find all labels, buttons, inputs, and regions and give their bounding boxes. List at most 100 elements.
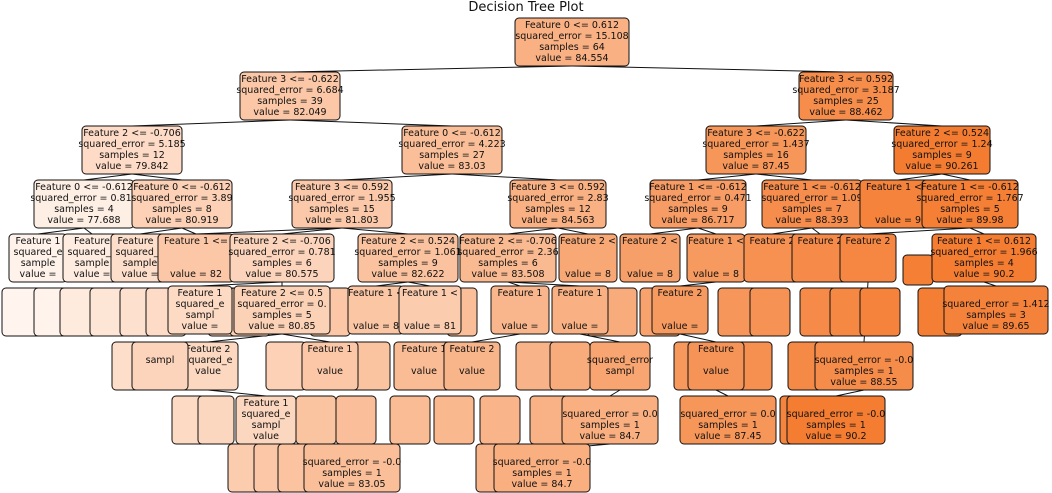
tree-edge <box>207 389 267 397</box>
tree-edge <box>83 173 133 181</box>
node-text-line: value = 81 <box>404 321 456 332</box>
tree-edge <box>375 281 409 287</box>
tree-edge <box>715 389 729 397</box>
tree-node: Feature 1 <value = 8 <box>347 285 405 335</box>
node-text-line: Feature 2 < <box>560 236 616 247</box>
node-text-line: Feature 3 <= 0.592 <box>295 182 389 193</box>
node-box <box>893 125 991 175</box>
node-text-line: value = <box>74 269 111 280</box>
node-box <box>589 341 651 391</box>
overlapping-node-box <box>265 341 307 391</box>
node-text-line: samples = 12 <box>525 204 591 215</box>
tree-edge <box>281 227 343 235</box>
tree-edge <box>507 281 581 287</box>
node-text-line: sample <box>21 258 56 269</box>
node-box <box>558 233 618 283</box>
node-text-line: squared_error = 1.412 <box>942 299 1049 310</box>
tree-edge <box>697 173 757 181</box>
node-box <box>131 179 233 229</box>
node-text-line: samples = 5 <box>940 204 1000 215</box>
node-text-line: value = 89.98 <box>936 215 1003 226</box>
tree-edge <box>139 227 183 235</box>
node-text-line: squared_error = 3.187 <box>792 85 899 96</box>
node-text-line: Feature 3 <= 0.592 <box>511 182 605 193</box>
node-text-line: samples = 9 <box>668 204 728 215</box>
node-text-line: value = 88.55 <box>830 377 897 388</box>
node-box <box>839 233 897 283</box>
overlapping-node-box <box>549 341 591 391</box>
node-text-line: squared_error = 1.437 <box>702 139 809 150</box>
node-text-line: Feature 1 <= -0.612 <box>649 182 747 193</box>
tree-edge <box>83 227 93 235</box>
node-text-line: value = 86.717 <box>661 215 734 226</box>
tree-edge <box>679 333 717 343</box>
node-text-line: sampl <box>146 355 175 366</box>
node-text-line: samples = 9 <box>378 258 438 269</box>
tree-edge <box>341 227 409 235</box>
node-text-line: samples = 5 <box>252 310 312 321</box>
node-box <box>398 285 462 335</box>
overlapping-node-box <box>433 395 475 445</box>
node-text-line: samples = 39 <box>257 96 323 107</box>
tree-edge <box>557 227 589 235</box>
tree-node: Feature 1 <=value = 9 <box>859 179 937 229</box>
node-text-line: value = 83.05 <box>318 479 385 490</box>
node-text-line: squared_error = 4.223 <box>398 139 505 150</box>
node-box <box>291 179 393 229</box>
node-text-line: value = 8 <box>693 269 739 280</box>
tree-edge <box>897 173 943 181</box>
node-text-line: samples = 64 <box>539 42 605 53</box>
node-text-line: squared_error = 1.966 <box>930 247 1037 258</box>
tree-edge <box>835 389 865 397</box>
node-text-line: samples = 3 <box>966 310 1026 321</box>
node-text-line: squared_error = 0. <box>237 299 326 310</box>
node-text-line: squared_error = 0.813 <box>30 193 137 204</box>
tree-edge <box>341 173 453 181</box>
node-text-line: value = <box>502 321 539 332</box>
node-text-line: value = 79.842 <box>95 161 168 172</box>
node-text-line: value = 87.45 <box>722 161 789 172</box>
node-text-line: Feature 1 <box>244 398 289 409</box>
node-text-line: value <box>411 366 437 377</box>
node-text-line: squared_e <box>176 299 225 310</box>
tree-edge <box>867 227 971 235</box>
overlapping-node-box <box>479 395 521 445</box>
overlapping-node-box <box>859 287 901 337</box>
node-text-line: Feature 1 <= 0.612 <box>937 236 1031 247</box>
node-text-line: value = 80.575 <box>245 269 318 280</box>
node-box <box>167 285 233 335</box>
node-text-line: Feature 1 <box>178 288 223 299</box>
tree-edge <box>755 173 813 181</box>
tree-edge <box>207 333 283 343</box>
node-text-line: Feature 2 <= 0.524 <box>895 128 989 139</box>
node-text-line: Feature 0 <= -0.612 <box>35 182 133 193</box>
tree-edge <box>983 281 997 287</box>
tree-node: Feature 1 <=value = 82 <box>157 233 235 283</box>
node-text-line: squared_error = 5.185 <box>78 139 185 150</box>
node-text-line: Feature 2 <box>846 236 891 247</box>
node-text-line: value <box>703 366 729 377</box>
node-text-line: squared_e <box>116 247 165 258</box>
node-text-line: Feature 1 <box>558 288 603 299</box>
node-text-line: Feature 2 <= -0.706 <box>83 128 181 139</box>
tree-edge <box>471 333 521 343</box>
node-text-line: squared_error <box>587 355 653 366</box>
overlapping-node-box <box>335 395 377 445</box>
node-text-line: Feature 2 < <box>622 236 678 247</box>
tree-edge <box>181 227 197 235</box>
node-text-line: Feature 1 < <box>402 288 458 299</box>
tree-node: sampl <box>131 341 189 391</box>
tree-edge <box>281 333 331 343</box>
